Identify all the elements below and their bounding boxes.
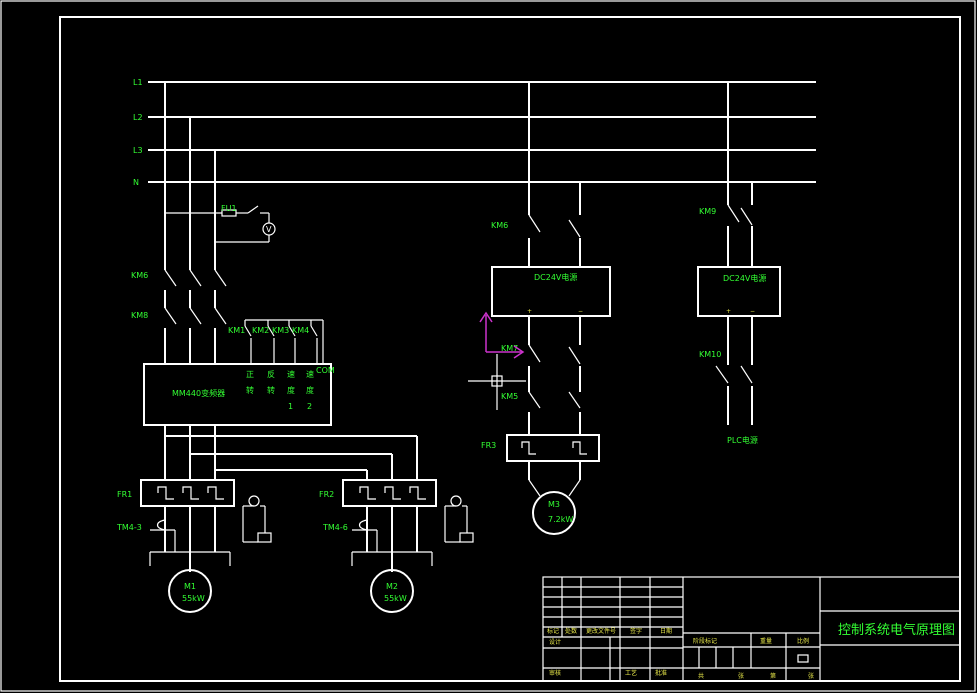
tb-sheet-label-4: 张: [808, 672, 814, 680]
tb-row-label-4: 签字: [630, 627, 642, 635]
label-m1: M1: [184, 582, 196, 591]
label-plc: PLC电源: [727, 435, 758, 445]
tb-design-label-2: 审核: [549, 669, 561, 677]
inv-term-1b: 转: [246, 385, 254, 395]
label-m2-power: 55kW: [384, 594, 407, 603]
label-km3: KM3: [272, 326, 289, 335]
label-km6-mid: KM6: [491, 221, 508, 230]
label-psu-mid-plus: +: [527, 308, 532, 315]
label-psu-right-plus: +: [726, 308, 731, 315]
bus-label-l2: L2: [133, 113, 143, 122]
inv-term-3c: 1: [288, 402, 293, 411]
label-km1: KM1: [228, 326, 245, 335]
bus-label-l1: L1: [133, 78, 143, 87]
label-fr2: FR2: [319, 490, 334, 499]
label-fu1: FU1: [221, 204, 237, 213]
ucs-icon: [479, 311, 525, 359]
right-feeder: [697, 82, 781, 425]
label-psu-mid-minus: −: [578, 308, 583, 315]
inverter-control-contacts: [244, 319, 324, 364]
inv-term-1a: 正: [246, 370, 254, 379]
drawing-frame: [59, 16, 961, 682]
left-feeder: [164, 82, 276, 364]
motor-m2-circuit: [342, 479, 474, 613]
crosshair-cursor-icon: [468, 354, 526, 410]
label-m2: M2: [386, 582, 398, 591]
title-block: [542, 576, 961, 682]
tb-design-label-4: 批准: [655, 669, 667, 677]
label-psu-mid: DC24V电源: [534, 272, 577, 282]
label-inverter: MM440变频器: [172, 388, 225, 398]
motor-m1-circuit: [140, 479, 272, 613]
tb-design-label-1: 设计: [549, 638, 561, 646]
tb-row-label-5: 日期: [660, 627, 672, 635]
label-psu-right: DC24V电源: [723, 273, 766, 283]
label-fr3: FR3: [481, 441, 496, 450]
label-km2: KM2: [252, 326, 269, 335]
label-km6-left: KM6: [131, 271, 148, 280]
inv-term-4b: 度: [306, 385, 314, 395]
meter-v-letter: V: [266, 225, 272, 234]
label-com: COM: [316, 366, 335, 375]
tb-stage-label-2: 重量: [760, 637, 772, 645]
label-m1-power: 55kW: [182, 594, 205, 603]
label-tm-b: TM4-6: [322, 523, 348, 532]
tb-row-label-1: 标记: [547, 627, 559, 635]
middle-feeder: [491, 82, 611, 535]
label-km4: KM4: [292, 326, 309, 335]
inv-term-2b: 转: [267, 385, 275, 395]
label-fr1: FR1: [117, 490, 132, 499]
label-m3-power: 7.2kW: [548, 515, 573, 524]
label-km9: KM9: [699, 207, 716, 216]
inv-term-4a: 速: [306, 370, 314, 379]
tb-sheet-label-3: 第: [770, 672, 776, 680]
power-bus: [148, 81, 816, 183]
inverter-box: [143, 363, 332, 426]
tb-row-label-2: 处数: [565, 627, 577, 635]
bus-label-n: N: [133, 178, 139, 187]
label-km5: KM5: [501, 392, 518, 401]
drawing-title: 控制系统电气原理图: [838, 622, 955, 638]
inv-term-3b: 度: [287, 385, 295, 395]
label-km8: KM8: [131, 311, 148, 320]
tb-sheet-label-2: 张: [738, 672, 744, 680]
bus-label-l3: L3: [133, 146, 143, 155]
inverter-output-wiring: [164, 425, 418, 480]
inv-term-3a: 速: [287, 370, 295, 379]
tb-sheet-label-1: 共: [698, 672, 704, 680]
label-psu-right-minus: −: [750, 308, 755, 315]
inv-term-2a: 反: [267, 369, 275, 379]
tb-stage-label-3: 比例: [797, 637, 809, 645]
label-m3: M3: [548, 500, 560, 509]
tb-row-label-3: 更改文件号: [586, 627, 616, 635]
tb-design-label-3: 工艺: [625, 669, 637, 677]
inv-term-4c: 2: [307, 402, 312, 411]
label-tm-a: TM4-3: [116, 523, 142, 532]
tb-stage-label-1: 阶段标记: [693, 637, 717, 645]
label-km10: KM10: [699, 350, 721, 359]
label-km7: KM7: [501, 344, 518, 353]
